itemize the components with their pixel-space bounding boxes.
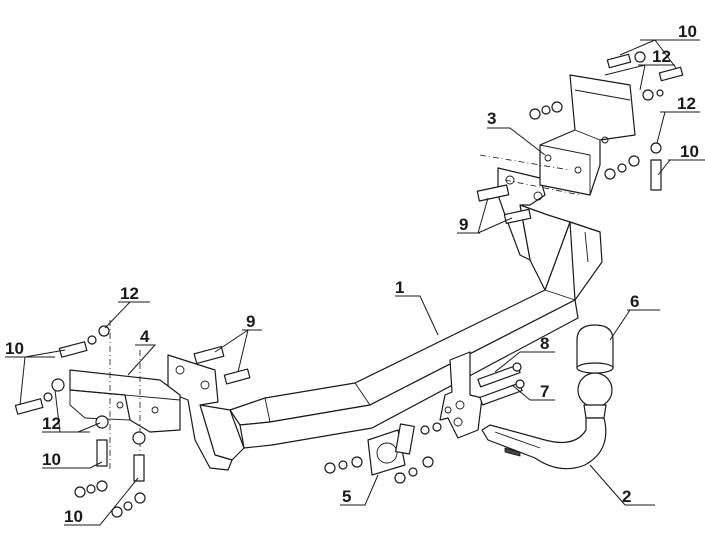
callout-9-left: 9 — [246, 312, 255, 331]
callout-9-top: 9 — [459, 215, 468, 234]
tow-ball-2 — [481, 372, 613, 470]
left-bracket-4 — [69, 320, 181, 480]
callout-7: 7 — [540, 382, 549, 401]
callout-10-top-right: 10 — [678, 22, 697, 41]
callout-12-left: 12 — [42, 414, 61, 433]
callout-labels: 1 2 3 4 5 6 7 8 9 9 10 10 10 10 10 12 12… — [5, 22, 699, 526]
callout-2: 2 — [622, 487, 631, 506]
crossbar-beam — [199, 204, 603, 461]
bolts-7-8 — [477, 362, 525, 406]
callout-10-left: 10 — [5, 339, 24, 358]
right-bracket-3 — [479, 74, 636, 196]
left-side-plate — [167, 354, 233, 471]
callout-8: 8 — [540, 334, 549, 353]
callout-12-top-right: 12 — [652, 47, 671, 66]
callout-12-right: 12 — [677, 94, 696, 113]
fasteners — [14, 51, 684, 518]
callout-3: 3 — [487, 109, 496, 128]
callout-5: 5 — [342, 487, 351, 506]
callout-1: 1 — [395, 278, 404, 297]
ball-cap-6 — [576, 324, 614, 374]
callout-10-right: 10 — [680, 142, 699, 161]
callout-10-bottom-a: 10 — [42, 450, 61, 469]
callout-10-bottom-b: 10 — [64, 507, 83, 526]
callout-4: 4 — [140, 327, 150, 346]
callout-12-left-top: 12 — [120, 284, 139, 303]
socket-plate-5 — [324, 422, 442, 484]
callout-6: 6 — [630, 292, 639, 311]
leader-lines — [5, 39, 705, 526]
